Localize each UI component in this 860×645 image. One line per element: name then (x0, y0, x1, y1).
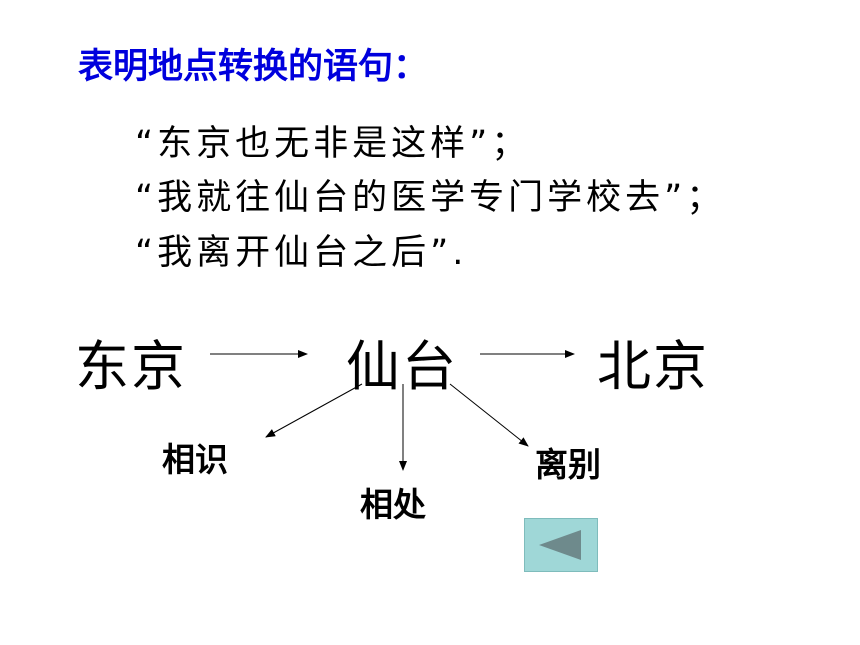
quote-line-3: “我离开仙台之后”. (135, 233, 468, 273)
branch-label-3: 离别 (535, 445, 601, 484)
branch-label-2: 相处 (360, 485, 426, 524)
arrow-sendai-to-branch-1 (265, 383, 363, 438)
triangle-left-icon (539, 530, 581, 560)
quote-line-1: “东京也无非是这样”； (135, 124, 531, 164)
back-button[interactable] (524, 518, 598, 572)
city-node-sendai: 仙台 (346, 335, 458, 398)
quote-line-2: “我就往仙台的医学专门学校去”； (135, 178, 726, 218)
city-node-tokyo: 东京 (75, 335, 187, 398)
arrow-sendai-to-branch-3 (449, 383, 529, 447)
section-heading: 表明地点转换的语句： (78, 47, 429, 87)
city-node-beijing: 北京 (597, 335, 709, 398)
branch-label-1: 相识 (162, 440, 228, 479)
